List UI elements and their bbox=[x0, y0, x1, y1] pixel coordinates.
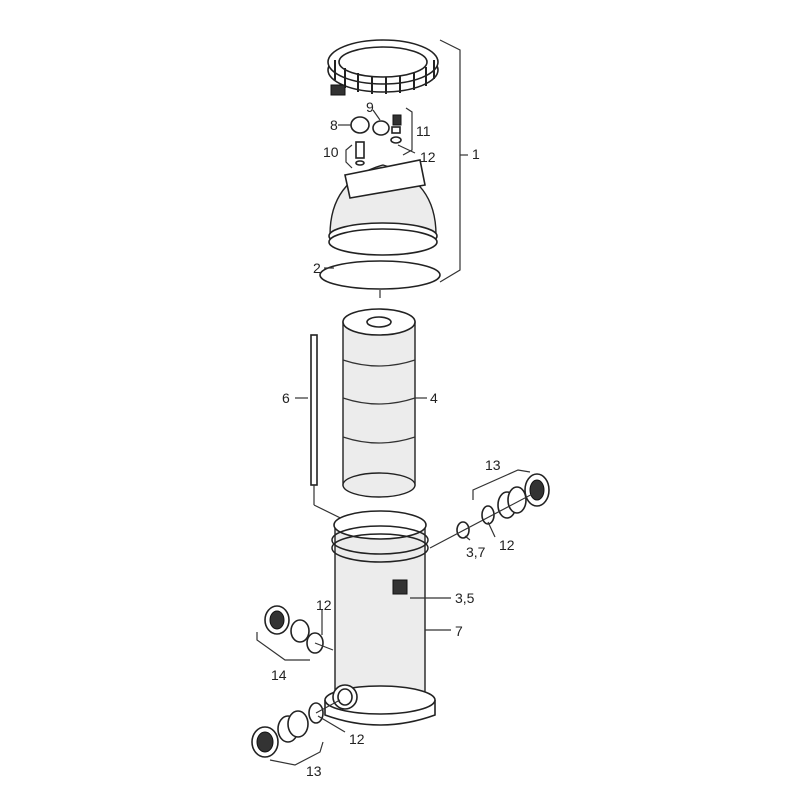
callout-11: 11 bbox=[416, 123, 431, 139]
callout-13-bottom: 13 bbox=[306, 763, 322, 779]
callout-3-7: 3,7 bbox=[466, 544, 486, 560]
callout-6: 6 bbox=[282, 390, 290, 406]
callout-3-5: 3,5 bbox=[455, 590, 475, 606]
filter-cartridge bbox=[342, 308, 416, 498]
lid-o-ring bbox=[319, 260, 441, 290]
callout-1: 1 bbox=[472, 146, 480, 162]
callout-8: 8 bbox=[330, 117, 338, 133]
union-set-right bbox=[429, 469, 550, 549]
leader-lines bbox=[295, 107, 496, 733]
locking-ring bbox=[327, 39, 439, 96]
callout-12-bottom: 12 bbox=[349, 731, 365, 747]
callout-12-top: 12 bbox=[420, 149, 436, 165]
callout-10: 10 bbox=[323, 144, 339, 160]
callout-14: 14 bbox=[271, 667, 287, 683]
callout-7: 7 bbox=[455, 623, 463, 639]
group-1-bracket bbox=[439, 39, 461, 283]
gauge-parts bbox=[350, 114, 402, 166]
lid-dome bbox=[328, 159, 438, 256]
center-rod bbox=[310, 334, 318, 486]
callout-13-right: 13 bbox=[485, 457, 501, 473]
callout-2: 2 bbox=[313, 260, 321, 276]
filter-tank bbox=[324, 510, 436, 726]
callout-12-left: 12 bbox=[316, 597, 332, 613]
callout-12-right: 12 bbox=[499, 537, 515, 553]
callout-9: 9 bbox=[366, 99, 374, 115]
union-set-bottom bbox=[251, 699, 341, 766]
callout-4: 4 bbox=[430, 390, 438, 406]
union-set-left bbox=[256, 605, 334, 661]
